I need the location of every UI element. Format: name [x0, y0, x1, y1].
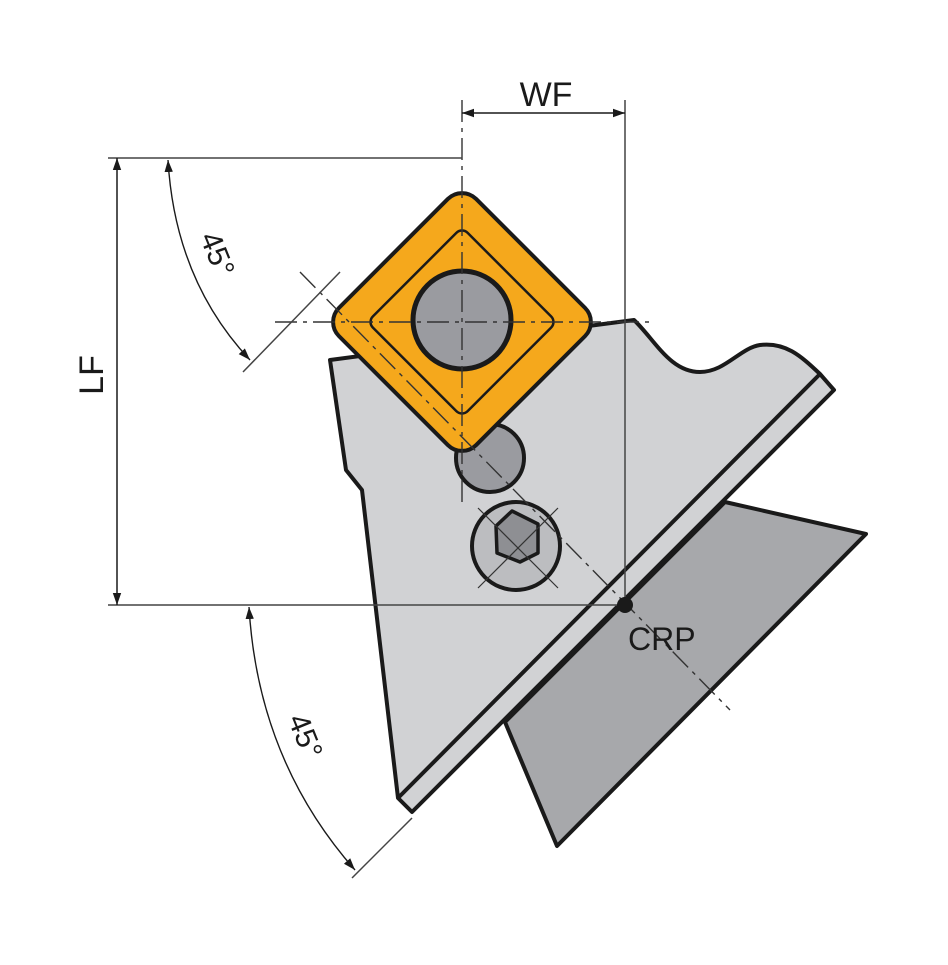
- wf-dimension: WF: [462, 76, 625, 118]
- angle-bottom-dimension: 45°: [245, 606, 356, 871]
- wf-label: WF: [520, 76, 573, 114]
- crp-point: CRP: [617, 597, 696, 657]
- lf-dimension: LF: [73, 158, 122, 605]
- lf-label: LF: [73, 355, 111, 395]
- extension-lines: [108, 100, 626, 879]
- crp-label: CRP: [628, 621, 696, 657]
- holder-lower-block: [503, 500, 868, 848]
- angle-bottom-label: 45°: [281, 709, 329, 763]
- angle-top-label: 45°: [193, 227, 241, 281]
- center-lines: [275, 100, 731, 711]
- hex-socket-screw: [470, 500, 562, 592]
- angle-top-dimension: 45°: [164, 159, 251, 361]
